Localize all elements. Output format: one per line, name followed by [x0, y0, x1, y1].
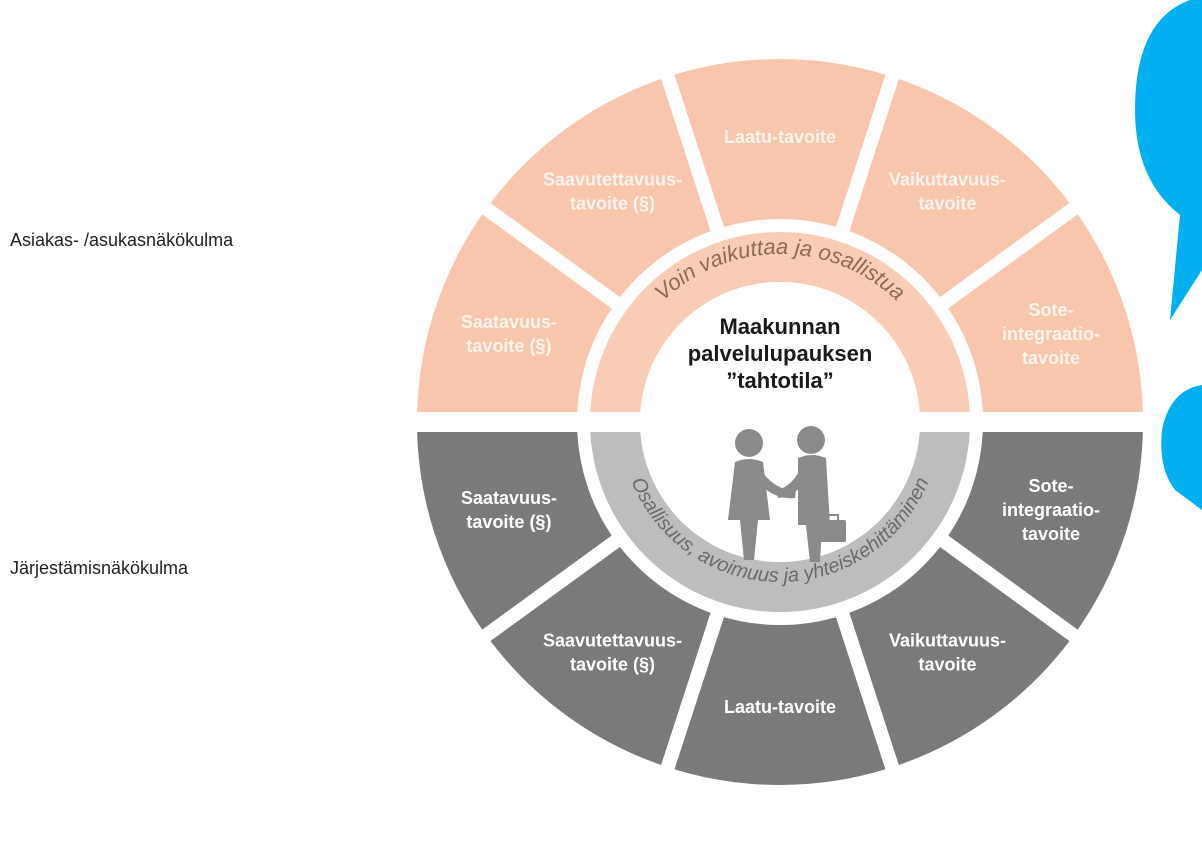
bottom-inner-ring [590, 422, 970, 612]
bottom-segment-label-0: Saatavuus-tavoite (§) [461, 488, 557, 532]
top-segment-4 [928, 194, 1157, 412]
bottom-segment-label-3: Vaikuttavuus-tavoite [889, 631, 1006, 675]
top-inner-ring [590, 232, 970, 422]
handshake-people-icon [728, 426, 846, 562]
bottom-segment-label-1: Saavutettavuus-tavoite (§) [543, 631, 682, 675]
top-segment-label-2: Laatu-tavoite [724, 127, 836, 147]
organizing-perspective-label: Järjestämisnäkökulma [10, 558, 189, 578]
top-segment-label-3: Vaikuttavuus-tavoite [889, 169, 1006, 213]
customer-perspective-label: Asiakas- /asukasnäkökulma [10, 230, 234, 250]
top-segment-label-1: Saavutettavuus-tavoite (§) [543, 169, 682, 213]
center-disc [640, 282, 920, 562]
speech-bubble-bottom [1161, 385, 1202, 510]
bottom-segment-label-4: Sote-integraatio-tavoite [1002, 476, 1100, 544]
speech-bubble-top [1135, 0, 1202, 320]
bottom-segment-4 [928, 432, 1157, 650]
bottom-segment-label-2: Laatu-tavoite [724, 697, 836, 717]
top-segment-label-4: Sote-integraatio-tavoite [1002, 300, 1100, 368]
top-segment-label-0: Saatavuus-tavoite (§) [461, 312, 557, 356]
